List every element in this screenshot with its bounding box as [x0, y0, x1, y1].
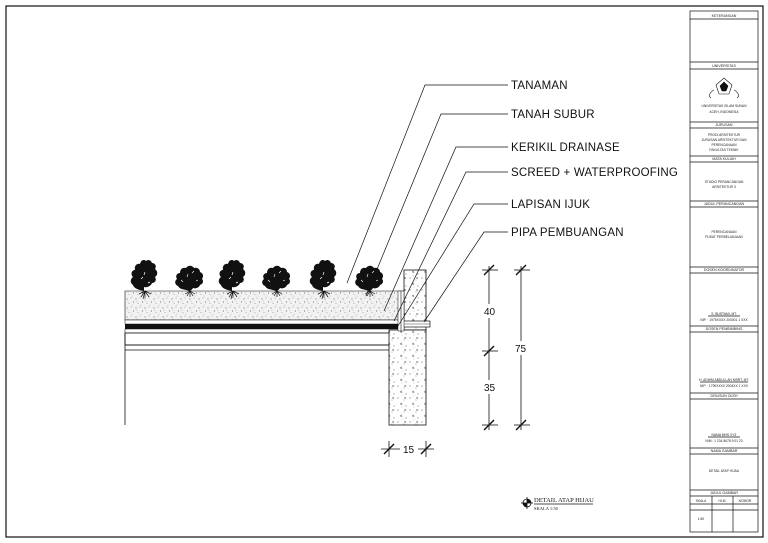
tb-jur-line2: JURUSAN ARSITEKTUR DAN: [701, 138, 747, 142]
soil-layer: [124, 290, 405, 321]
tb-jurusan-header: JURUSAN: [716, 123, 733, 127]
tb-judul-header: JUDUL PERANCANGAN: [704, 202, 745, 206]
roof-section: [124, 269, 431, 426]
detail-scale-text: SKALA 1:50: [534, 506, 559, 511]
tb-dosen-pemb-nip: NIP. · 1790XXXX 2004XX 1 XXX: [700, 384, 749, 388]
title-block: [689, 10, 759, 533]
tb-disusun-nim: NIM : 1 234 5678 9 01 23: [705, 439, 742, 443]
roof-slab: [124, 332, 400, 346]
tb-judul-line2: PUSAT PERBELANJAAN: [705, 235, 743, 239]
ijuk-layer: [125, 324, 404, 329]
label-kerikil-drainase: KERIKIL DRAINASE: [511, 142, 620, 154]
university-logo: [709, 77, 739, 99]
dim-40: 40: [484, 307, 496, 318]
label-tanaman: TANAMAN: [511, 80, 568, 92]
tb-jur-line3: PERENCANAAN: [711, 143, 737, 147]
dim-35: 35: [484, 383, 496, 394]
tb-jur-line4: FAKULTAS TEKNIK: [709, 148, 739, 152]
tb-nama-gambar: DETAIL ATAP HIJAU: [709, 469, 740, 473]
sheet-border: [5, 5, 764, 538]
tb-univ-line2: ACEH, INDONESIA: [709, 110, 739, 114]
tb-judul-line1: PERENCANAAN: [711, 230, 737, 234]
tb-dosen-koord-nip: NIP. · 1975XXXX 200001 1 XXX: [700, 318, 748, 322]
dim-75: 75: [515, 344, 527, 355]
screed-layer: [124, 328, 405, 334]
concrete-column: [388, 329, 427, 426]
label-pipa-pembuangan: PIPA PEMBUANGAN: [511, 227, 624, 239]
tb-univ-line1: UNIVERSITAS ISLAM SUNAN: [701, 104, 747, 108]
tb-judul-gambar-header: JUDUL GAMBAR: [710, 491, 738, 495]
tb-matkul-header: MATA KULIAH: [712, 157, 736, 161]
tb-col-nomor: NOMOR: [739, 499, 752, 503]
tb-dosen-koord-name: S. BUSTAMI, MT.: [711, 312, 737, 316]
title-block-text: KETERANGAN UNIVERSITAS UNIVERSITAS ISLAM…: [696, 14, 752, 521]
tb-nama-gambar-header: NAMA GAMBAR: [711, 449, 738, 453]
label-tanah-subur: TANAH SUBUR: [511, 109, 595, 121]
tb-jur-line1: PRODI ARSITEKTUR: [708, 133, 741, 137]
detail-title-text: DETAIL ATAP HIJAU: [534, 497, 594, 504]
dim-15: 15: [403, 445, 415, 456]
label-screed-waterproofing: SCREED + WATERPROOFING: [511, 167, 678, 179]
tb-val-skala: 1:50: [698, 517, 705, 521]
tb-mk-line2: ARSITEKTUR 3: [712, 185, 736, 189]
label-lapisan-ijuk: LAPISAN IJUK: [511, 199, 590, 211]
gravel-layer: [124, 319, 405, 325]
tb-col-skala: SKALA: [696, 499, 707, 503]
tb-col-hlm: HLM: [719, 499, 726, 503]
tb-dosen-pemb-name: H. ADHIM ABDULLAH MSRT, MT.: [699, 378, 749, 382]
tb-disusun-header: DISUSUN OLEH: [711, 394, 738, 398]
tb-mk-line1: STUDIO PERANCANGAN: [705, 180, 744, 184]
tb-dosen-pemb-header: DOSEN PEMBIMBING: [706, 327, 743, 331]
tb-universitas-header: UNIVERSITAS: [712, 64, 736, 68]
callout-labels: TANAMAN TANAH SUBUR KERIKIL DRAINASE SCR…: [511, 80, 678, 239]
leader-lines: [346, 84, 508, 327]
tb-disusun-name: NAMA MHS XYZ: [712, 433, 737, 437]
tb-keterangan: KETERANGAN: [712, 14, 737, 18]
tb-dosen-koord-header: DOSEN KOORDINATOR: [704, 268, 745, 272]
detail-title: DETAIL ATAP HIJAU SKALA 1:50: [521, 497, 594, 511]
